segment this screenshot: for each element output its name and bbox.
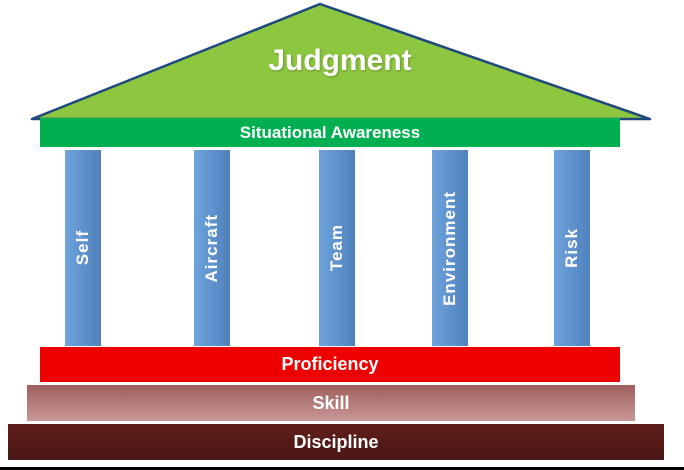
bar-discipline: Discipline bbox=[8, 424, 664, 460]
beam-label: Situational Awareness bbox=[239, 122, 421, 142]
bar-label-skill: Skill bbox=[312, 392, 350, 413]
bar-skill: Skill bbox=[27, 385, 635, 421]
pillar-label-team: Team bbox=[327, 224, 346, 272]
beam-situational-awareness: Situational Awareness bbox=[40, 118, 620, 147]
pillar-self: Self bbox=[65, 150, 101, 346]
pillar-label-self: Self bbox=[73, 230, 92, 266]
pillar-team: Team bbox=[319, 150, 355, 346]
bar-label-proficiency: Proficiency bbox=[281, 354, 379, 374]
roof-label-judgment: Judgment bbox=[268, 44, 412, 77]
pillar-risk: Risk bbox=[554, 150, 590, 346]
pillar-environment: Environment bbox=[432, 150, 468, 346]
bar-proficiency: Proficiency bbox=[40, 347, 620, 382]
pillar-label-environment: Environment bbox=[440, 190, 459, 306]
bar-label-discipline: Discipline bbox=[293, 431, 379, 452]
pillar-label-risk: Risk bbox=[562, 228, 581, 268]
pillar-label-aircraft: Aircraft bbox=[202, 213, 221, 283]
pillar-aircraft: Aircraft bbox=[194, 150, 230, 346]
